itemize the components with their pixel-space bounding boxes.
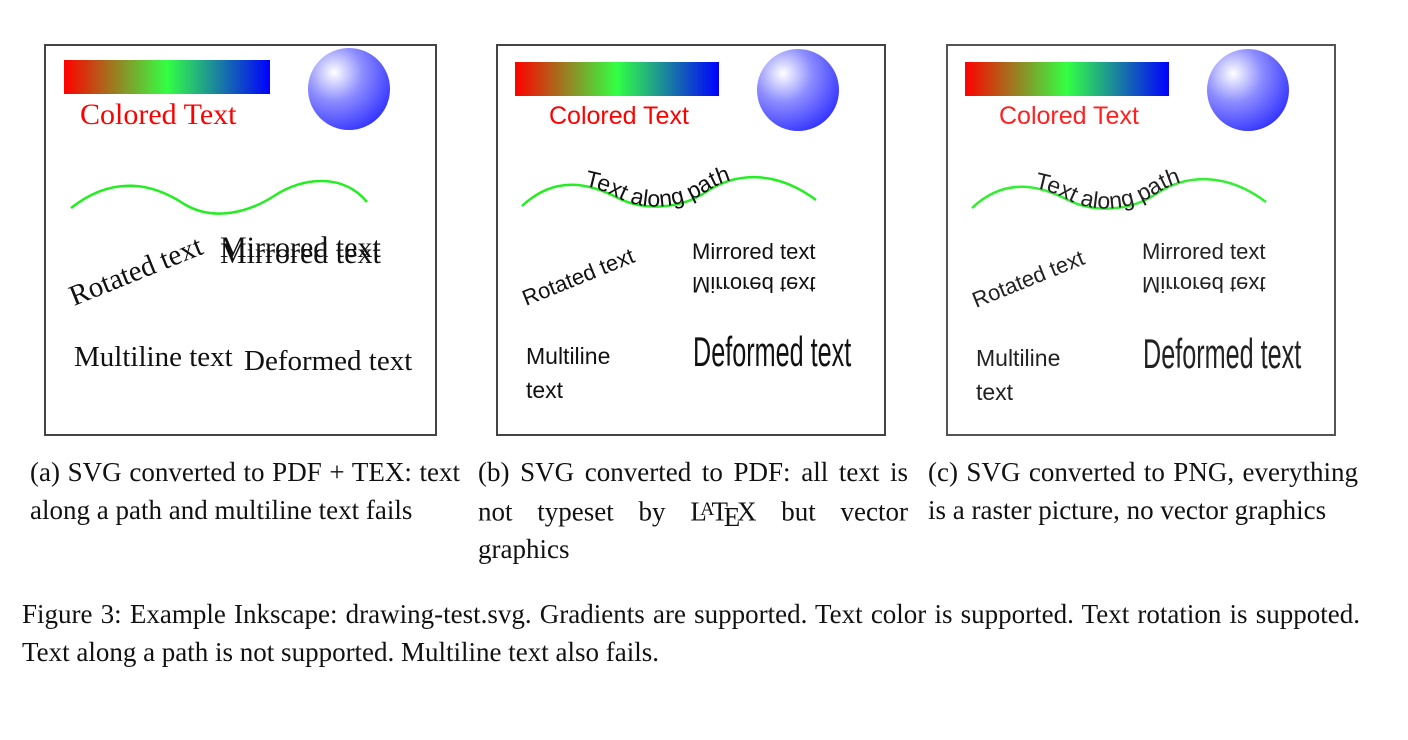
colored-text: Colored Text — [80, 98, 237, 131]
multiline-text-line2: text — [976, 379, 1014, 405]
shaded-sphere — [757, 49, 839, 131]
caption-b-before: (b) SVG converted to PDF: all text is no… — [478, 457, 908, 527]
mirrored-text: Mirrored text — [1142, 239, 1265, 264]
latex-x: X — [736, 496, 757, 527]
subfigure-c-drawing: Colored Text Text along path Rotated tex… — [946, 44, 1336, 436]
caption-b-after: but vector graphics — [478, 496, 908, 565]
colored-text: Colored Text — [549, 102, 689, 130]
multiline-text-line1: Multiline — [526, 343, 610, 369]
mirrored-text-reflection: Mirrored text — [220, 237, 381, 270]
subfigure-caption-c: (c) SVG converted to PNG, everything is … — [928, 457, 1358, 525]
latex-t: T — [711, 496, 729, 527]
subfigure-a: Colored Text Rotated text Mirrored text … — [44, 44, 437, 436]
multiline-text-line1: Multiline — [976, 345, 1060, 371]
subfigure-b: Colored Text Text along path Rotated tex… — [496, 44, 886, 436]
gradient-bar — [965, 62, 1169, 96]
multiline-text-line2: text — [526, 377, 564, 403]
frame-border — [496, 44, 886, 436]
deformed-text: Deformed text — [1143, 332, 1301, 378]
shaded-sphere — [1207, 49, 1289, 131]
deformed-text: Deformed text — [693, 330, 851, 376]
gradient-bar — [64, 60, 270, 94]
mirrored-text: Mirrored text — [692, 239, 815, 264]
subfigure-a-drawing: Colored Text Rotated text Mirrored text … — [44, 44, 437, 436]
green-curve — [70, 179, 368, 215]
path-text-content: Text along path — [1033, 162, 1183, 213]
mirrored-text: Mirrored text — [220, 231, 381, 264]
latex-e: E — [723, 502, 741, 533]
latex-logo: LATEX — [690, 491, 757, 532]
colored-text: Colored Text — [999, 102, 1139, 130]
rotated-text: Rotated text — [519, 243, 638, 311]
subfigure-caption-b: (b) SVG converted to PDF: all text is no… — [478, 453, 908, 568]
subfigure-caption-a: (a) SVG converted to PDF + TEX: text alo… — [30, 457, 460, 525]
multiline-text: Multiline text — [74, 341, 233, 373]
gradient-bar — [515, 62, 719, 96]
mirrored-text-reflection: Mirrored text — [692, 272, 815, 297]
subfigure-b-drawing: Colored Text Text along path Rotated tex… — [496, 44, 886, 436]
latex-a: A — [700, 499, 715, 520]
path-text: Text along path — [1033, 162, 1183, 213]
deformed-text: Deformed text — [244, 345, 412, 377]
shaded-sphere — [308, 48, 390, 130]
subfigure-c: Colored Text Text along path Rotated tex… — [946, 44, 1336, 436]
frame-border — [44, 44, 437, 436]
mirrored-text-reflection: Mirrored text — [1142, 272, 1265, 297]
path-text-content: Text along path — [583, 160, 733, 211]
path-text: Text along path — [583, 160, 733, 211]
figure-caption: Figure 3: Example Inkscape: drawing-test… — [22, 599, 1360, 667]
frame-border — [946, 44, 1336, 436]
latex-l: L — [690, 496, 707, 527]
rotated-text: Rotated text — [969, 245, 1088, 313]
rotated-text: Rotated text — [65, 230, 208, 312]
